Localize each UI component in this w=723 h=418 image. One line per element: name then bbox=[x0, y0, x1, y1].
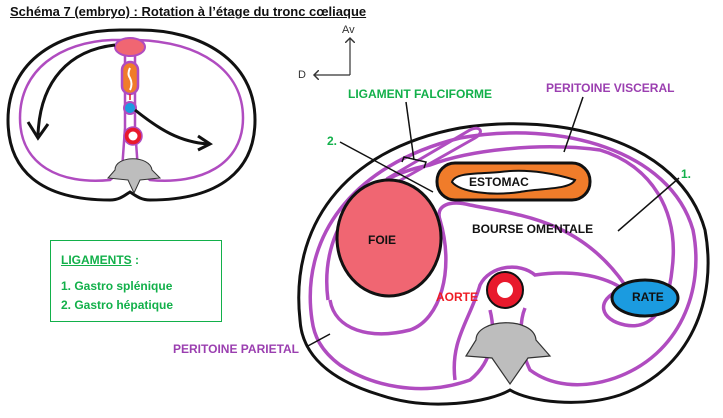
right-label: D bbox=[298, 69, 306, 81]
ligaments-legend: LIGAMENTS : 1. Gastro splénique 2. Gastr… bbox=[50, 240, 222, 322]
leader-parietal bbox=[305, 333, 331, 348]
page-title: Schéma 7 (embryo) : Rotation à l’étage d… bbox=[10, 4, 367, 19]
label-rate: RATE bbox=[632, 290, 664, 304]
label-marker-1: 1. bbox=[681, 167, 692, 181]
spleen-shape bbox=[610, 278, 680, 318]
orientation-axes bbox=[314, 38, 350, 75]
embryo-liver bbox=[114, 37, 146, 57]
falciform-ligament-line bbox=[385, 126, 482, 188]
leader-falciforme bbox=[405, 101, 415, 161]
rotation-arrow-liver bbox=[36, 43, 116, 136]
label-estomac: ESTOMAC bbox=[469, 175, 529, 189]
legend-item: 2. Gastro hépatique bbox=[61, 298, 174, 312]
legend-colon: : bbox=[135, 253, 139, 267]
embryo-peritoneum bbox=[18, 38, 245, 182]
label-ligament-falciforme: LIGAMENT FALCIFORME bbox=[348, 87, 492, 101]
vertebra-shape bbox=[464, 322, 552, 386]
embryo-diagram bbox=[6, 28, 257, 202]
label-bourse-omentale: BOURSE OMENTALE bbox=[472, 222, 594, 236]
leader-visceral bbox=[563, 96, 584, 153]
legend-heading: LIGAMENTS bbox=[61, 253, 132, 267]
stomach-lumen bbox=[450, 169, 577, 195]
label-marker-2: 2. bbox=[327, 134, 338, 148]
liver-shape bbox=[335, 178, 443, 298]
label-peritoine-visceral: PERITOINE VISCERAL bbox=[546, 81, 675, 95]
peritoine-inner-line bbox=[452, 265, 621, 381]
embryo-spleen bbox=[123, 101, 137, 115]
rotation-arrow-stomach bbox=[134, 108, 209, 146]
embryo-body-outline bbox=[6, 28, 257, 202]
leader-1 bbox=[617, 177, 680, 232]
embryo-vertebra bbox=[106, 158, 162, 195]
anterior-label: Av bbox=[342, 24, 355, 36]
label-foie: FOIE bbox=[368, 233, 397, 247]
leader-2 bbox=[339, 141, 434, 193]
label-aorte: AORTE bbox=[436, 290, 478, 304]
adult-diagram bbox=[297, 96, 710, 406]
label-peritoine-parietal: PERITOINE PARIETAL bbox=[173, 342, 300, 356]
legend-item: 1. Gastro splénique bbox=[61, 279, 173, 293]
